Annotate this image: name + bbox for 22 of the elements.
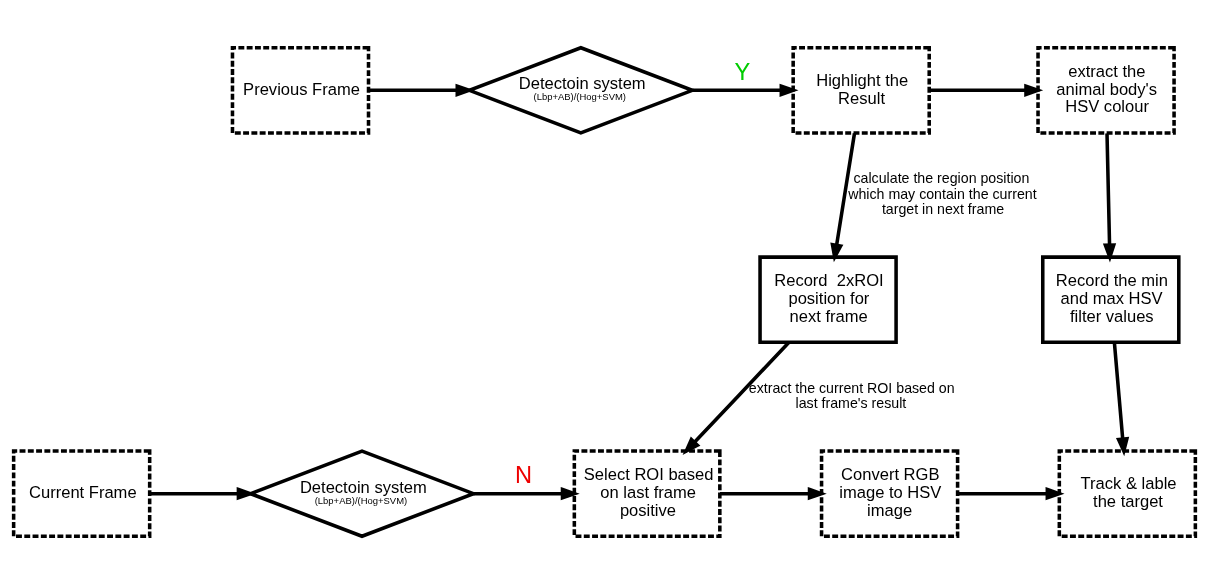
node-box: Record the min and max HSV filter values [1041, 255, 1181, 345]
edge-label: calculate the region position which may contain the current target in next frame [848, 170, 1037, 218]
node-box: Current Frame [11, 449, 152, 539]
node-box: Convert RGB image to HSV image [819, 449, 960, 539]
edge-label: N [514, 462, 533, 489]
arrow [1102, 133, 1117, 263]
node-box: extract the animal body's HSV colour [1036, 45, 1176, 135]
arrow [473, 487, 580, 501]
arrow [720, 487, 827, 501]
node-box: Highlight the Result [791, 45, 931, 135]
node-box: Previous Frame [230, 45, 371, 135]
node-box: Select ROI based on last frame positive [572, 449, 722, 539]
node-box: Track & lable the target [1057, 449, 1198, 539]
arrow [682, 341, 791, 455]
arrow [957, 487, 1065, 501]
arrow [692, 83, 799, 97]
edge-label: Y [734, 58, 751, 85]
arrow [929, 83, 1044, 97]
edge-label: extract the current ROI based on last frame's result [748, 379, 955, 412]
arrow [830, 133, 857, 263]
node-box: Record 2xROI position for next frame [758, 255, 898, 345]
arrow [1112, 342, 1130, 457]
